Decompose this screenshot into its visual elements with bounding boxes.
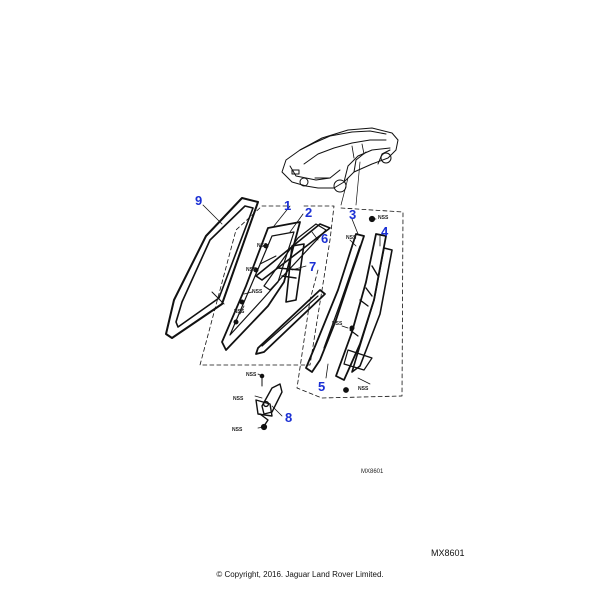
part-8-regulator <box>255 377 283 427</box>
callout-1: 1 <box>284 198 292 213</box>
callout-8: 8 <box>285 410 293 425</box>
callout-3: 3 <box>349 207 357 222</box>
callout-7: 7 <box>309 259 317 274</box>
car-leader-lines <box>340 161 361 206</box>
part-1-frame <box>221 221 301 351</box>
part-5-channel <box>305 233 365 373</box>
assembly-box-front <box>199 205 335 366</box>
part-6-rail <box>255 223 331 281</box>
car-illustration <box>281 127 399 193</box>
callout-2: 2 <box>305 205 313 220</box>
callout-6: 6 <box>321 231 329 246</box>
nss-label: NSS <box>346 235 357 241</box>
nss-label: NSS <box>232 427 243 433</box>
nss-label: NSS <box>358 386 369 392</box>
nss-label: NSS <box>257 243 268 249</box>
part-7-glass <box>263 223 327 303</box>
nss-label: NSS <box>378 215 389 221</box>
part-lower-rail <box>255 289 326 355</box>
part-9-frame <box>165 197 259 339</box>
fasteners <box>233 215 376 431</box>
callout-4: 4 <box>381 224 389 239</box>
part-4-quarter-glass <box>335 233 393 381</box>
nss-label: NSS <box>233 396 244 402</box>
nss-label: NSS <box>246 267 257 273</box>
callout-9: 9 <box>195 193 203 208</box>
nss-label: NSS <box>234 309 245 315</box>
nss-label: NSS <box>332 321 343 327</box>
nss-label: NSS <box>252 289 263 295</box>
copyright-notice: © Copyright, 2016. Jaguar Land Rover Lim… <box>216 570 384 579</box>
page-reference-code: MX8601 <box>431 548 465 558</box>
callout-5: 5 <box>318 379 326 394</box>
nss-label: NSS <box>246 372 257 378</box>
callout-leader-lines <box>202 204 381 429</box>
diagram-reference-code: MX8601 <box>361 469 384 475</box>
